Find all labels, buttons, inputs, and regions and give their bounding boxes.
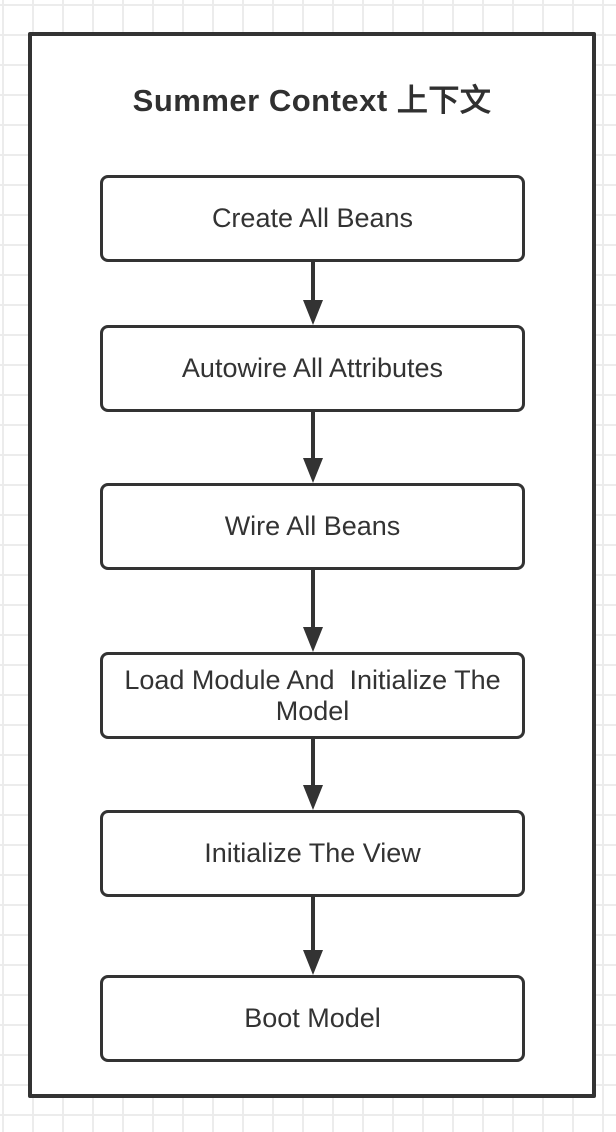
flow-arrow (299, 896, 326, 975)
arrowhead-down-icon (302, 950, 323, 975)
arrow-shaft (310, 738, 315, 792)
flow-arrow (299, 570, 326, 652)
flow-node-label: Autowire All Attributes (181, 353, 444, 383)
flow-node-autowire-all-attributes: Autowire All Attributes (100, 325, 525, 412)
flow-node-label: Wire All Beans (224, 511, 401, 541)
arrowhead-down-icon (302, 300, 323, 325)
arrowhead-down-icon (302, 785, 323, 810)
arrowhead-down-icon (302, 627, 323, 652)
flow-node-label: Create All Beans (211, 203, 414, 233)
arrow-shaft (310, 896, 315, 957)
flow-node-load-module-initialize-model: Load Module And Initialize The Model (100, 652, 525, 739)
arrow-shaft (310, 262, 315, 307)
flow-node-boot-model: Boot Model (100, 975, 525, 1062)
flow-node-label: Initialize The View (204, 838, 421, 868)
arrow-shaft (310, 570, 315, 634)
flow-arrow (299, 262, 326, 325)
flow-arrow (299, 738, 326, 810)
flow-node-wire-all-beans: Wire All Beans (100, 483, 525, 570)
flow-node-create-all-beans: Create All Beans (100, 175, 525, 262)
flow-node-initialize-the-view: Initialize The View (100, 810, 525, 897)
flow-arrow (299, 412, 326, 483)
flow-node-label: Load Module And Initialize The Model (124, 664, 509, 726)
arrowhead-down-icon (302, 458, 323, 483)
diagram-title: Summer Context 上下文 (132, 83, 492, 118)
arrow-shaft (310, 412, 315, 465)
flow-node-label: Boot Model (244, 1003, 381, 1033)
